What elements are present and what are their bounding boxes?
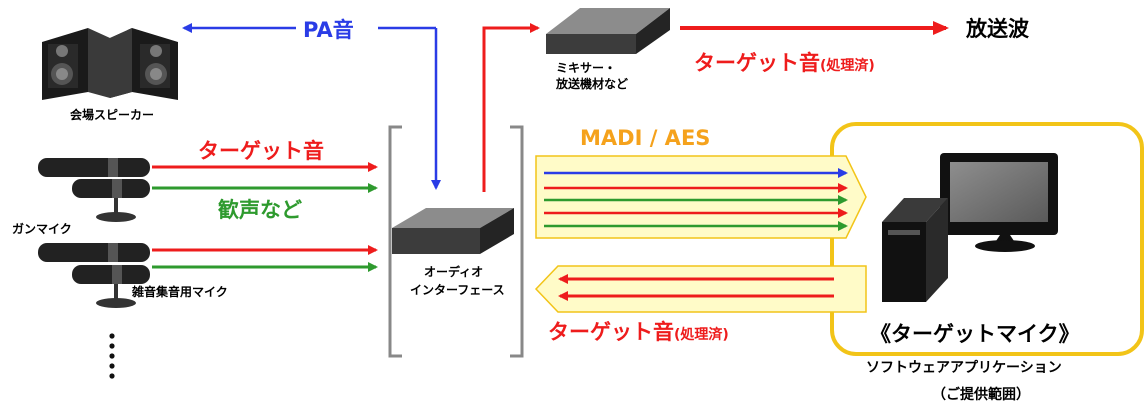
- gun-mic-label: ガンマイク: [12, 222, 72, 236]
- target-processed-top-sub: (処理済): [820, 58, 875, 74]
- pa-sound-label: PA音: [303, 18, 354, 42]
- cheers-label: 歓声など: [218, 198, 302, 222]
- audio-interface-box-icon: [392, 208, 514, 254]
- mixer-box-icon: [546, 8, 670, 54]
- mixer-label-1: ミキサー・: [556, 61, 617, 75]
- speaker-icon: [110, 28, 178, 100]
- target-processed-bottom-main: ターゲット音: [548, 320, 674, 344]
- target-processed-top-label: ターゲット音(処理済): [694, 47, 875, 77]
- noise-mic-label: 雑音集音用マイク: [132, 285, 228, 299]
- computer-icon: [882, 153, 1058, 302]
- left-bracket: [388, 125, 402, 358]
- target-processed-bottom-label: ターゲット音(処理済): [548, 316, 729, 346]
- madi-aes-label: MADI / AES: [580, 126, 711, 150]
- provided-scope-label: （ご提供範囲）: [932, 387, 1030, 403]
- software-application-label: ソフトウェアアプリケーション: [866, 360, 1062, 376]
- madi-band-return: [534, 265, 867, 313]
- madi-band-out: [535, 155, 867, 239]
- target-sound-input-label: ターゲット音: [198, 139, 324, 163]
- audio-interface-label-1: オーディオ: [424, 265, 484, 279]
- product-name: 《ターゲットマイク》: [870, 322, 1080, 346]
- speaker-icon: [42, 28, 110, 100]
- broadcast-wave-label: 放送波: [966, 17, 1029, 41]
- right-bracket: [510, 125, 524, 358]
- microphone-icon: [38, 158, 150, 222]
- target-processed-bottom-sub: (処理済): [674, 327, 729, 343]
- mixer-label-2: 放送機材など: [556, 77, 629, 91]
- venue-speakers-label: 会場スピーカー: [70, 108, 155, 122]
- more-mics-dots: [109, 333, 115, 379]
- audio-interface-label-2: インターフェース: [410, 283, 505, 297]
- target-processed-top-main: ターゲット音: [694, 51, 820, 75]
- arrow-interface-to-mixer: [482, 23, 540, 192]
- microphone-icon: [38, 243, 150, 308]
